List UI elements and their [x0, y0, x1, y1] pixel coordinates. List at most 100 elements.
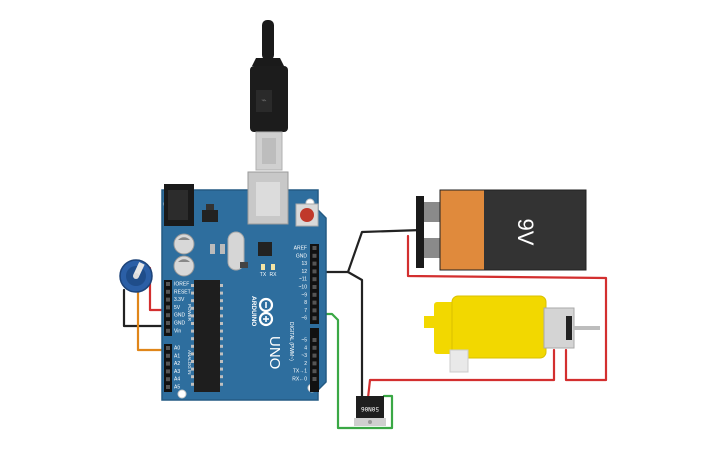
- digital-pin-label: ~10: [299, 285, 308, 291]
- digital-header-top: [310, 244, 319, 324]
- digital-pin[interactable]: [312, 353, 317, 358]
- digital-pin-label: ~6: [301, 316, 307, 322]
- analog-pin[interactable]: [166, 385, 170, 389]
- analog-pin[interactable]: [166, 377, 170, 382]
- power-pin[interactable]: [166, 297, 170, 302]
- power-pin[interactable]: [166, 313, 170, 318]
- digital-pin[interactable]: [312, 300, 317, 305]
- wire-gnd-battery: [346, 228, 424, 274]
- power-pin[interactable]: [166, 289, 170, 294]
- analog-pin-label: A2: [174, 361, 180, 367]
- chip-pin: [220, 291, 223, 295]
- mosfet-transistor[interactable]: 50N06: [354, 396, 386, 426]
- digital-pin[interactable]: [312, 261, 317, 266]
- chip-pin: [220, 299, 223, 303]
- power-pin-label: 3.3V: [174, 297, 185, 303]
- digital-pin[interactable]: [312, 369, 317, 374]
- brand-label: ARDUINO: [250, 296, 257, 326]
- chip-pin: [191, 375, 194, 379]
- digital-pin[interactable]: [312, 277, 317, 282]
- tx-label: TX: [260, 272, 267, 278]
- digital-pin[interactable]: [312, 269, 317, 274]
- battery-9v[interactable]: 9V: [416, 189, 587, 271]
- chip-pin: [191, 322, 194, 325]
- digital-pin-label: TX→1: [293, 369, 307, 375]
- power-pin-label: GND: [174, 321, 186, 327]
- wire-drain-motor: [366, 348, 556, 400]
- analog-header-label: ANALOG IN: [187, 350, 192, 375]
- chip-pin: [191, 306, 194, 310]
- chip-pin: [220, 375, 223, 379]
- chip-pin: [191, 337, 194, 341]
- potentiometer[interactable]: [119, 259, 153, 293]
- chip-pin: [220, 352, 223, 356]
- chip-pin: [191, 382, 194, 386]
- digital-pin-label: 13: [301, 261, 307, 267]
- analog-pin[interactable]: [166, 353, 170, 358]
- digital-pin-label: 12: [301, 269, 307, 275]
- atmega-chip: [191, 280, 223, 392]
- power-pin[interactable]: [166, 305, 170, 310]
- chip-pin: [191, 291, 194, 295]
- power-pin[interactable]: [166, 328, 170, 333]
- analog-pin[interactable]: [166, 346, 170, 350]
- chip-pin: [220, 314, 223, 318]
- analog-pin-label: A3: [174, 369, 180, 375]
- digital-pin-label: ~5: [301, 338, 307, 344]
- digital-pin[interactable]: [312, 316, 317, 321]
- digital-pin[interactable]: [312, 361, 317, 366]
- chip-pin: [220, 284, 223, 287]
- digital-pin[interactable]: [312, 253, 317, 258]
- arduino-logo: [258, 297, 274, 327]
- power-pin-label: RESET: [174, 289, 191, 295]
- battery-label: 9V: [513, 219, 538, 246]
- analog-pin-label: A4: [174, 377, 180, 383]
- digital-header-bottom: [310, 328, 319, 392]
- wire-pot-gnd: [122, 288, 167, 328]
- digital-pins[interactable]: [312, 246, 317, 381]
- chip-pin: [191, 299, 194, 303]
- analog-pin-label: A0: [174, 346, 180, 352]
- chip-pin: [220, 344, 223, 348]
- arduino-uno-board[interactable]: TX RX ARDUINO UNO DIGITAL (PWM~) POWER A…: [161, 171, 327, 401]
- digital-pin-label: ~9: [301, 292, 307, 298]
- analog-header: [164, 344, 172, 392]
- analog-pins[interactable]: [166, 346, 170, 389]
- chip-pin: [220, 382, 223, 386]
- chip-pin: [191, 284, 194, 287]
- power-pins[interactable]: [166, 282, 170, 333]
- digital-pin[interactable]: [312, 246, 317, 250]
- svg-text:⌁: ⌁: [261, 95, 266, 105]
- model-label: UNO: [266, 336, 283, 369]
- chip-pin: [220, 329, 223, 333]
- chip-pin: [220, 306, 223, 310]
- usb-cable[interactable]: ⌁: [250, 20, 288, 171]
- analog-pin-label: A5: [174, 385, 180, 391]
- chip-pin: [220, 322, 223, 325]
- power-pin[interactable]: [166, 321, 170, 325]
- chip-pin: [220, 337, 223, 341]
- digital-pin-label: 8: [304, 300, 307, 306]
- power-pin[interactable]: [166, 282, 170, 286]
- digital-pin[interactable]: [312, 345, 317, 350]
- digital-pin-label: AREF: [294, 246, 307, 252]
- digital-pin[interactable]: [312, 377, 317, 381]
- chip-pin: [191, 360, 194, 363]
- analog-pin[interactable]: [166, 369, 170, 374]
- wire-pot-a0: [136, 290, 167, 352]
- power-pin-label: IOREF: [174, 282, 189, 288]
- dc-motor[interactable]: [424, 295, 600, 373]
- transistor-label: 50N06: [361, 405, 379, 412]
- digital-pin-label: GND: [296, 253, 308, 259]
- power-pin-label: GND: [174, 313, 186, 319]
- digital-pin[interactable]: [312, 292, 317, 297]
- digital-pin[interactable]: [312, 285, 317, 289]
- analog-pin[interactable]: [166, 361, 170, 366]
- battery-band: [440, 190, 484, 270]
- digital-pin[interactable]: [312, 338, 317, 342]
- wire-gnd-transistor: [346, 270, 364, 400]
- digital-pin[interactable]: [312, 308, 317, 313]
- digital-pin-label: 7: [304, 308, 307, 314]
- analog-pin-label: A1: [174, 353, 180, 359]
